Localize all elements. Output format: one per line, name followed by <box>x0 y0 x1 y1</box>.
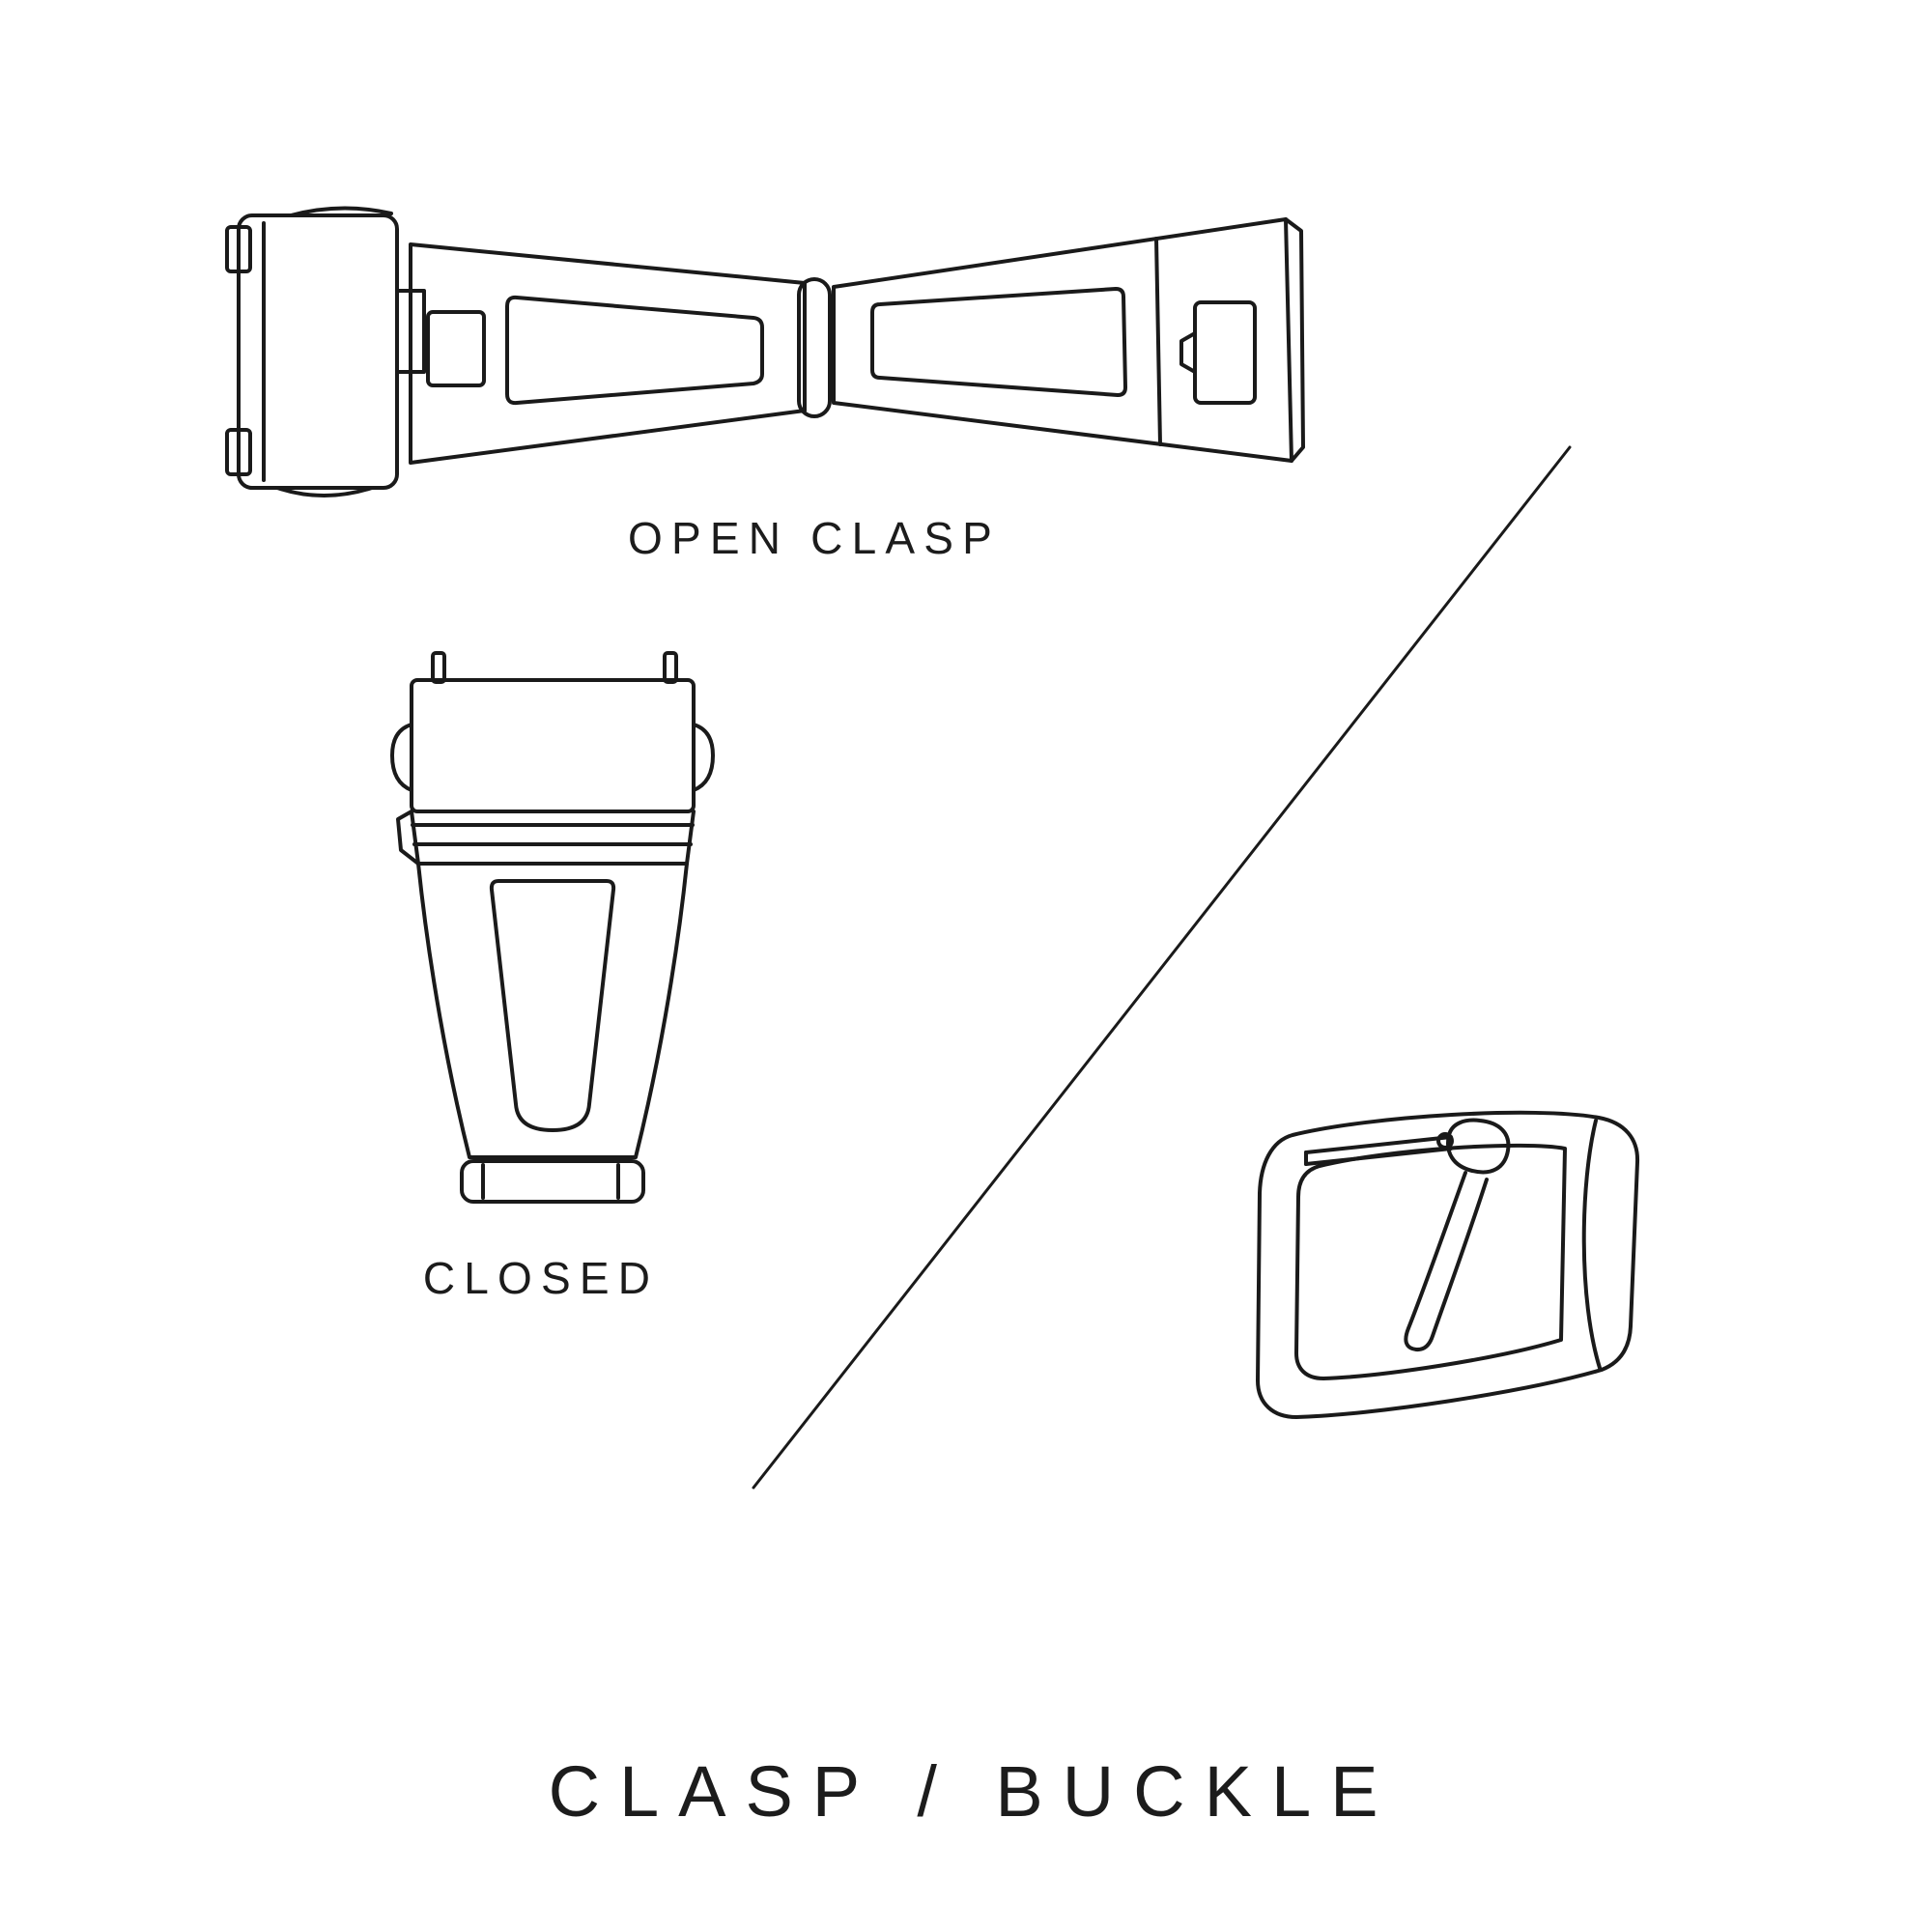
open-clasp-caption: OPEN CLASP <box>628 513 1001 563</box>
buckle-illustration <box>1256 1110 1640 1419</box>
diagonal-divider-line <box>752 445 1572 1490</box>
diagram-title: CLASP / BUCKLE <box>548 1751 1398 1832</box>
closed-caption: CLOSED <box>422 1253 660 1303</box>
open-clasp-illustration <box>225 206 1305 497</box>
closed-clasp-illustration <box>390 651 715 1204</box>
